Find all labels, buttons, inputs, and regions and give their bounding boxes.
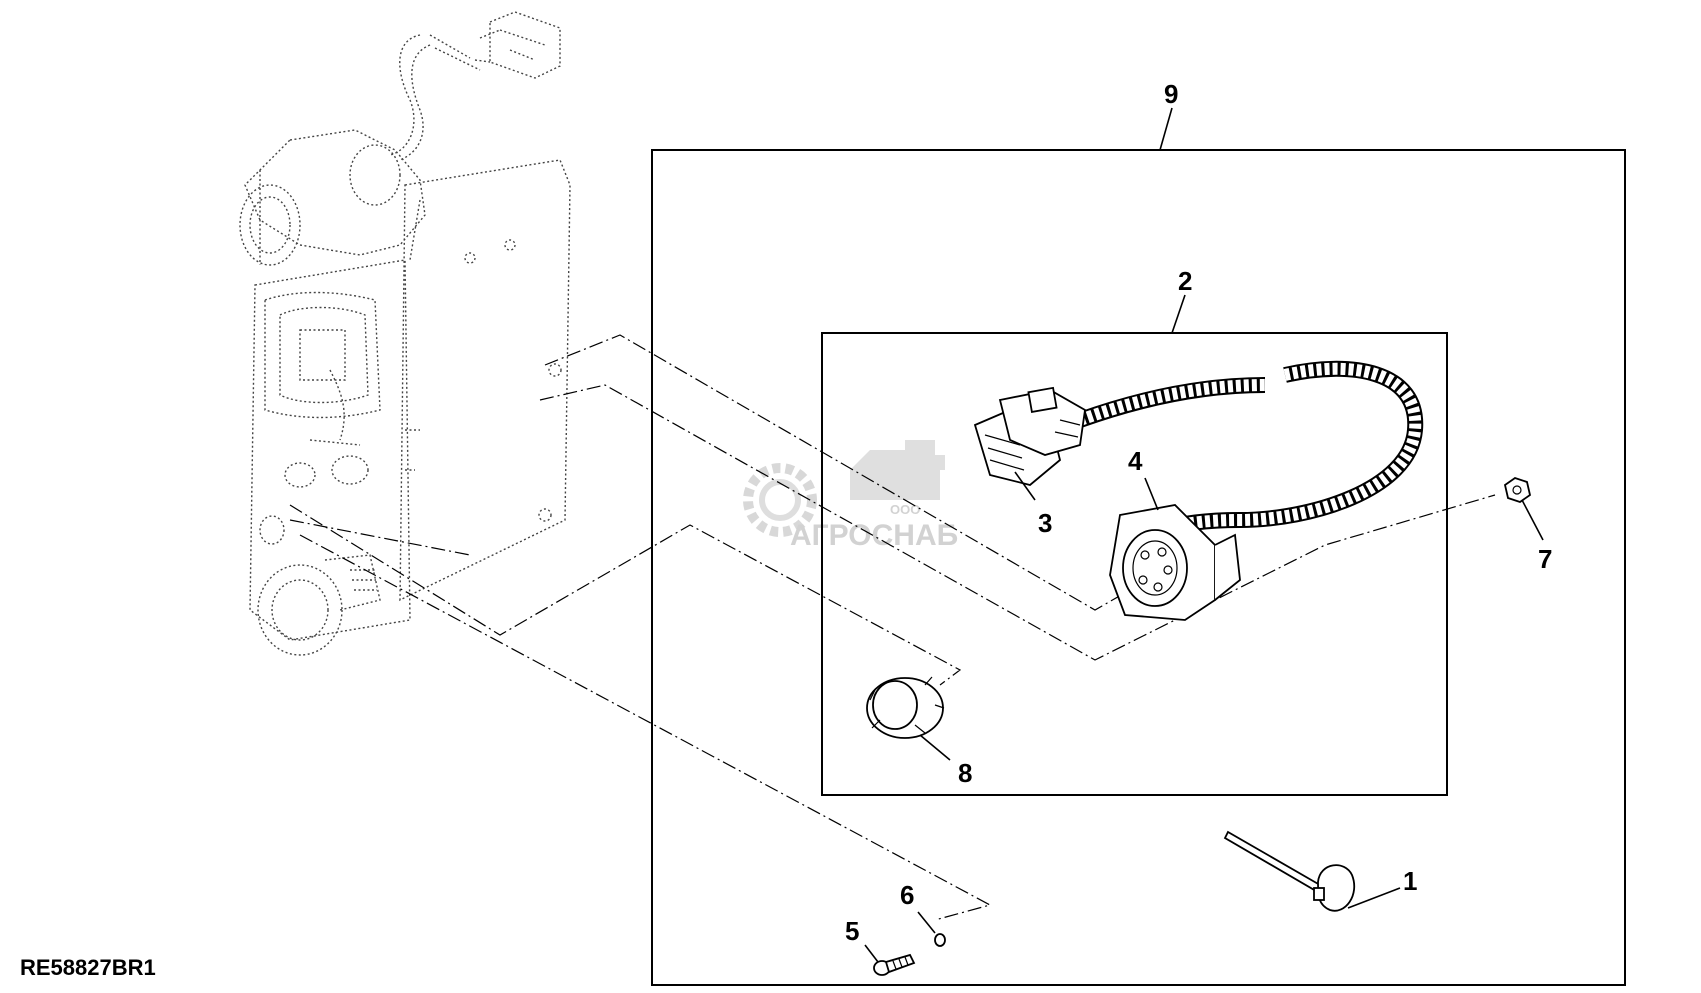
- leader-line-4: [1144, 477, 1159, 511]
- watermark-company-form: ООО: [890, 502, 920, 517]
- leader-line-1: [1347, 887, 1401, 909]
- reference-code: RE58827BR1: [20, 955, 156, 980]
- callout-8: 8: [958, 758, 972, 788]
- nut: [1503, 477, 1532, 503]
- leader-line-5: [864, 944, 879, 963]
- lock-washer: [934, 933, 946, 947]
- callout-6: 6: [900, 880, 914, 910]
- watermark-logo: ООО АГРОСНАБ: [743, 440, 958, 552]
- wiring-harness: [1077, 360, 1424, 538]
- leader-line-7: [1521, 499, 1544, 541]
- callout-9: 9: [1164, 79, 1178, 109]
- kit-box-outer: [651, 149, 1626, 986]
- harvester-icon: [850, 440, 945, 500]
- callout-4: 4: [1128, 446, 1143, 476]
- callout-2: 2: [1178, 266, 1192, 296]
- existing-panel-assembly: [239, 11, 571, 656]
- watermark-company-name: АГРОСНАБ: [790, 519, 958, 552]
- assembly-guide-lines: [289, 334, 1496, 921]
- callout-3: 3: [1038, 508, 1052, 538]
- leader-line-2: [1171, 294, 1186, 334]
- callout-1: 1: [1403, 866, 1417, 896]
- cable-tie: [1223, 830, 1355, 912]
- callout-7: 7: [1538, 544, 1552, 574]
- gear-icon: [743, 463, 817, 537]
- round-receptacle: [1109, 504, 1241, 621]
- leader-line-8: [919, 734, 951, 761]
- plug-connector: [973, 386, 1086, 486]
- harness-box-inner: [821, 332, 1448, 796]
- lock-ring: [866, 676, 945, 739]
- leader-line-6: [917, 911, 936, 934]
- leader-line-3: [1014, 471, 1036, 501]
- leader-line-9: [1159, 107, 1173, 151]
- callout-5: 5: [845, 916, 859, 946]
- screw: [873, 953, 916, 976]
